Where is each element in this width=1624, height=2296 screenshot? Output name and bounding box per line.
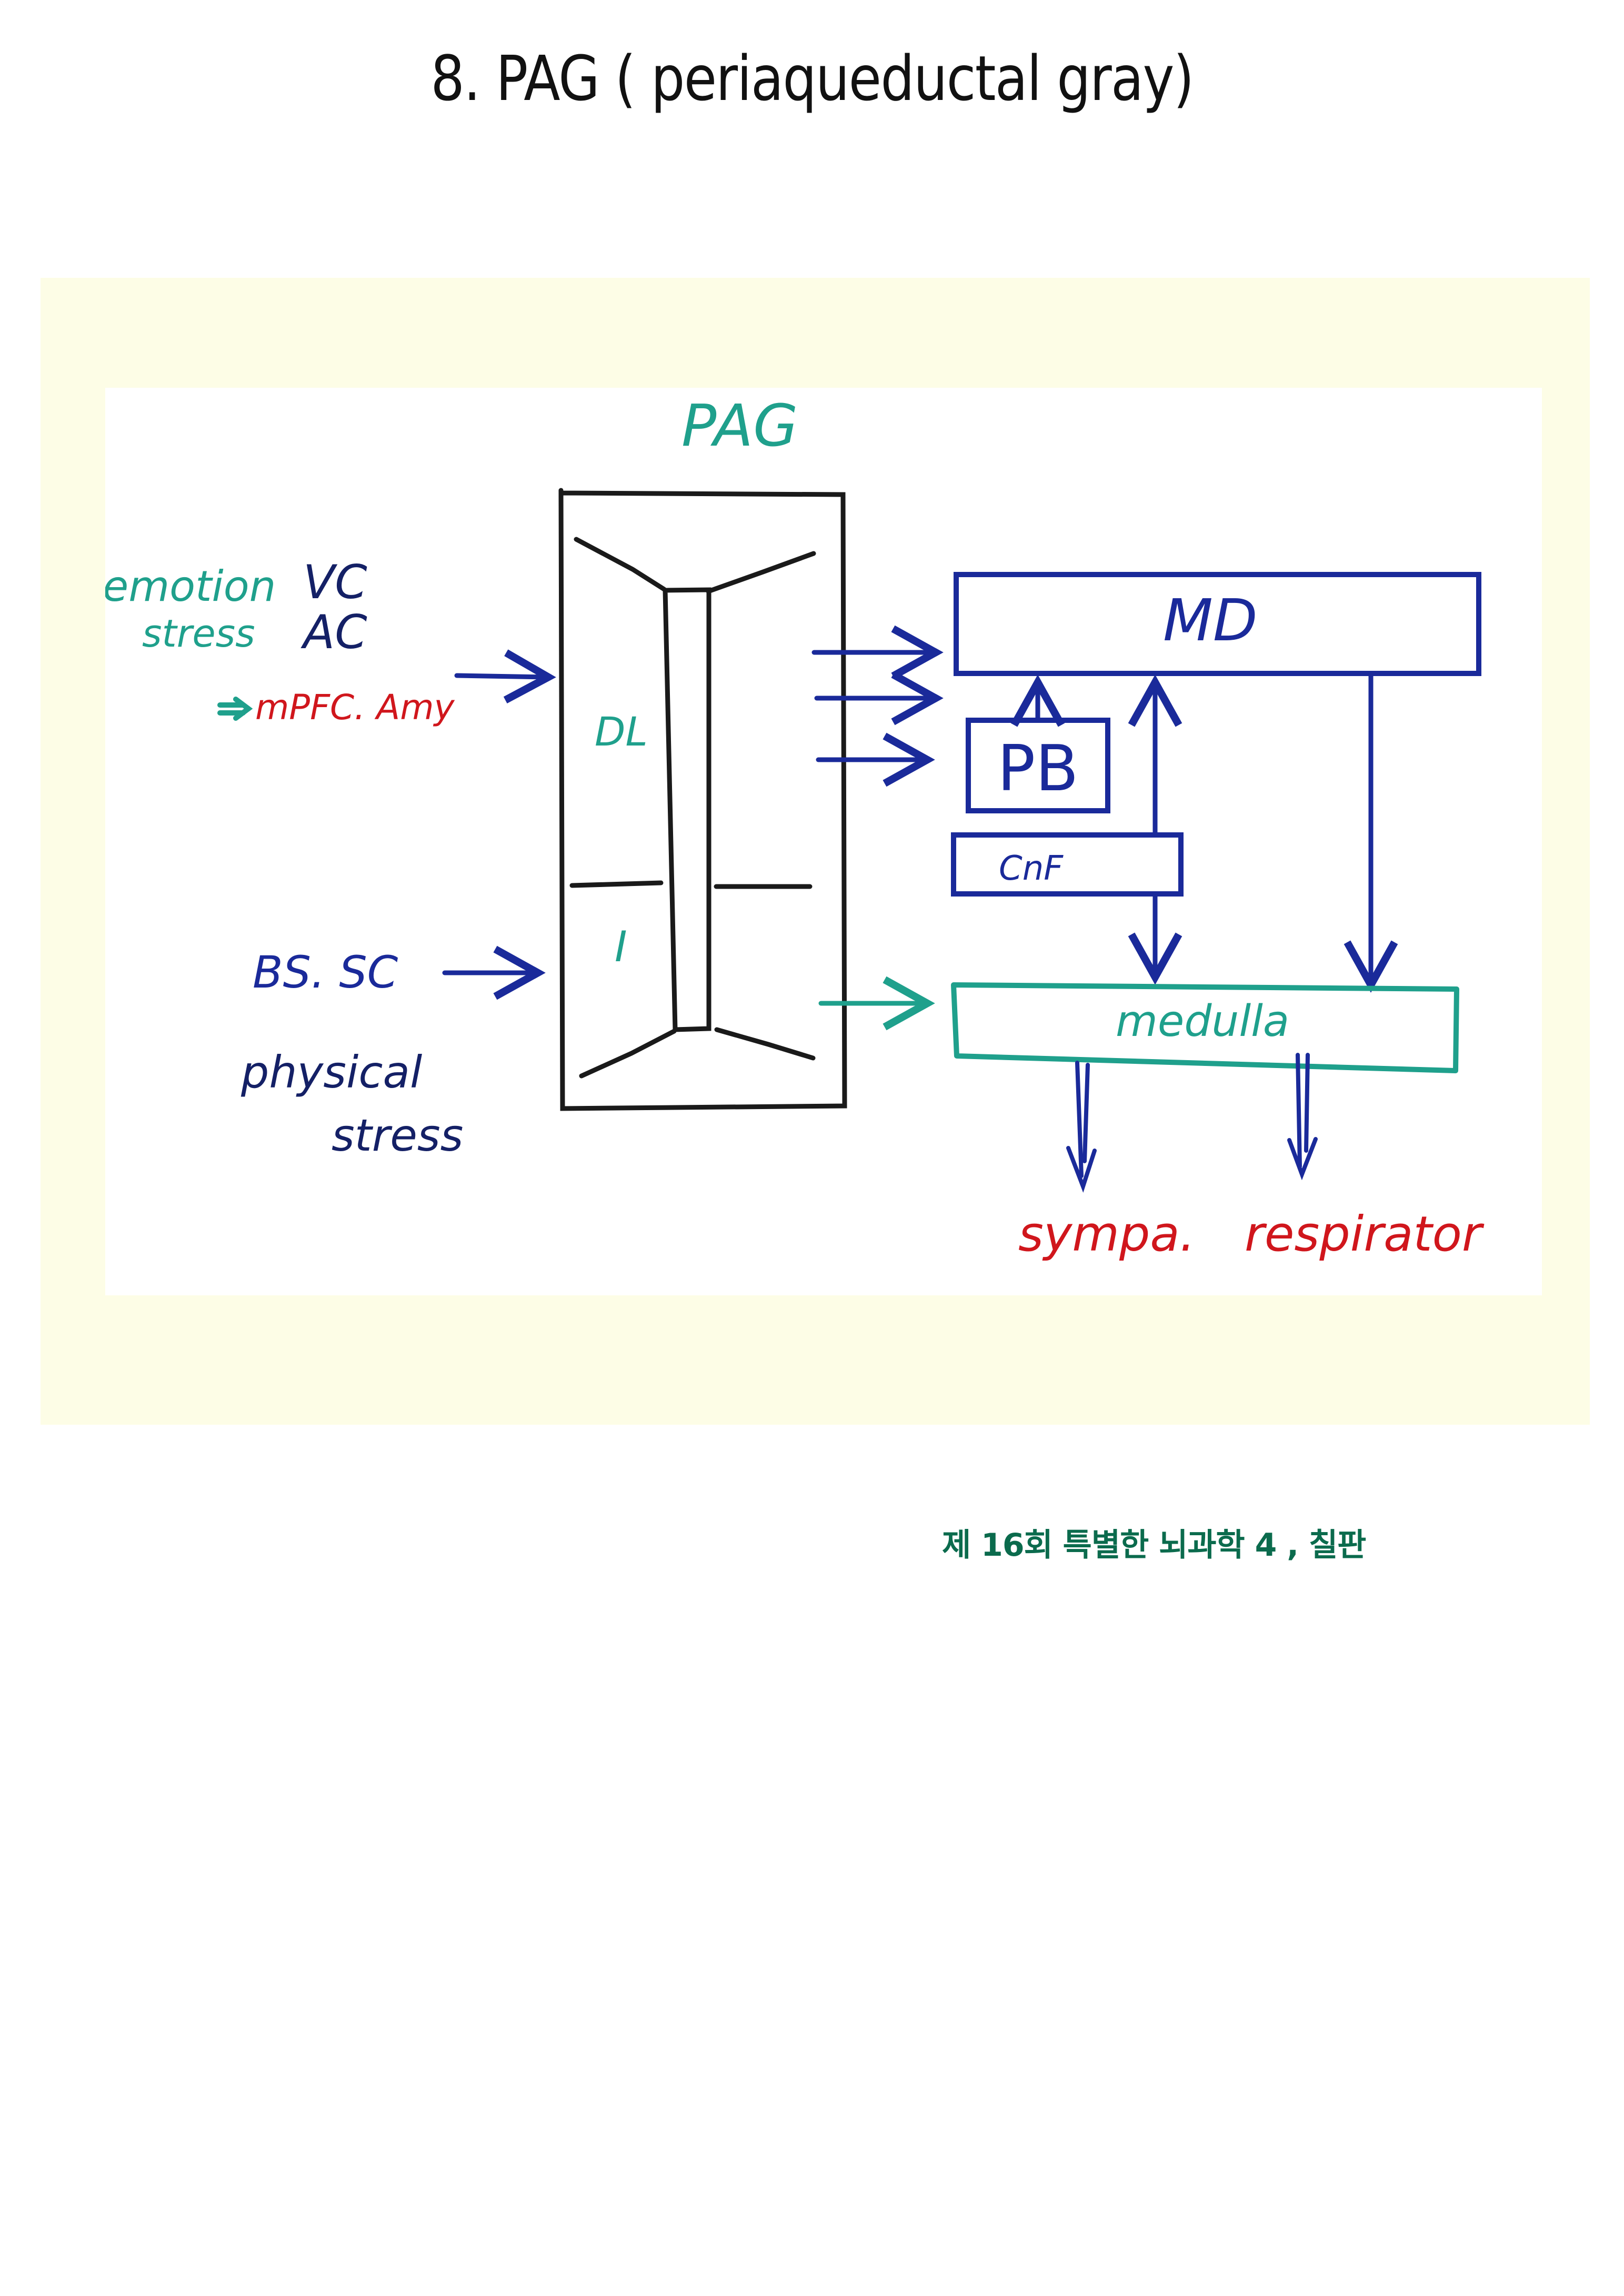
md-box [954,572,1481,676]
aqueduct-tube [663,587,711,1032]
cnf-box [951,832,1184,897]
pb-label: PB [997,732,1079,805]
double-arrow-sympa-icon [1066,1061,1097,1193]
respirator-label: respirator [1245,1206,1485,1262]
double-arrow-icon [217,697,253,721]
physical-label: physical [240,1046,422,1098]
whiteboard-diagram: PAG DL I emotion stress VC AC [105,388,1542,1295]
physical-stress-label: stress [332,1110,463,1161]
page-title: 8. PAG ( periaqueductal gray) [430,42,1194,115]
double-arrow-respirator-icon [1287,1053,1318,1181]
ac-label: AC [300,605,367,659]
arrow-into-dl [454,649,556,703]
emotion-label: emotion [105,562,276,611]
medulla-label: medulla [1116,996,1289,1046]
md-label: MD [1163,587,1258,654]
dl-label: DL [595,708,648,755]
i-label: I [615,922,627,971]
cnf-label: CnF [999,849,1064,888]
bs-sc-label: BS. SC [253,946,398,998]
pag-output-arrows [811,625,944,1031]
pag-outline [558,488,847,1111]
mpfc-amy-label: mPFC. Amy [255,687,455,728]
vc-label: VC [303,555,367,609]
sympa-label: sympa. [1018,1206,1195,1262]
pag-label: PAG [681,392,798,459]
stress-label: stress [142,611,255,656]
medulla-box [951,982,1459,1073]
caption: 제 16회 특별한 뇌과학 4 , 칠판 [942,1527,1366,1564]
